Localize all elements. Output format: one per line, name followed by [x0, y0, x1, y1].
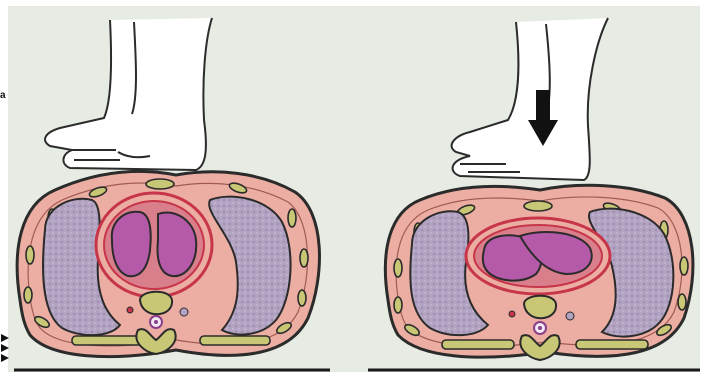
chest-cross-section-left [17, 171, 319, 356]
left-panel [14, 18, 330, 370]
right-panel [368, 18, 700, 370]
heart-chamber-left-a [112, 212, 151, 276]
rescuer-hands-left [45, 18, 212, 170]
rescuer-hands-right [452, 18, 608, 180]
chest-cross-section-right [385, 185, 693, 360]
publisher-logo-mark [0, 330, 10, 366]
